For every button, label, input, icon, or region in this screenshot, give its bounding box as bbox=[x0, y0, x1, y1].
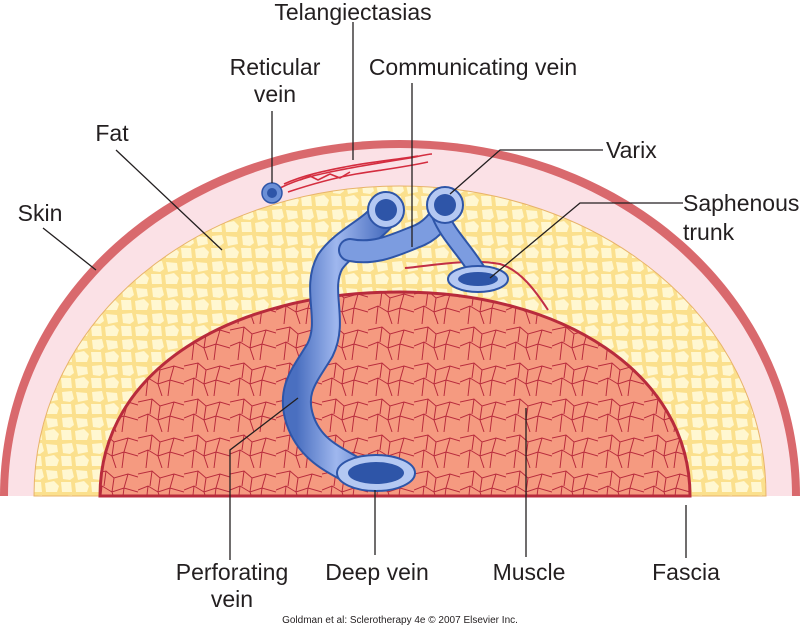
muscle-layer bbox=[98, 290, 692, 498]
deep-vein bbox=[336, 454, 416, 492]
saphenous-trunk bbox=[447, 265, 509, 293]
reticular-vein bbox=[261, 182, 283, 204]
label-deep-vein: Deep vein bbox=[325, 559, 429, 585]
label-varix: Varix bbox=[606, 137, 657, 163]
label-skin: Skin bbox=[18, 200, 63, 226]
vein-cross-section-upper-left bbox=[367, 191, 405, 229]
label-saphenous-trunk-line1: Saphenous bbox=[683, 190, 799, 216]
label-saphenous-trunk-line2: trunk bbox=[683, 219, 735, 245]
label-perforating-vein-line2: vein bbox=[211, 586, 253, 612]
label-fascia: Fascia bbox=[652, 559, 720, 585]
leader-lines bbox=[42, 22, 687, 560]
label-muscle: Muscle bbox=[493, 559, 566, 585]
saphenous-connection-vessel bbox=[404, 260, 549, 311]
label-perforating-vein-line1: Perforating bbox=[176, 559, 289, 585]
label-telangiectasias: Telangiectasias bbox=[274, 0, 431, 25]
label-reticular-vein-line2: vein bbox=[254, 81, 296, 107]
label-communicating-vein: Communicating vein bbox=[369, 54, 577, 80]
label-reticular-vein-line1: Reticular bbox=[230, 54, 321, 80]
telangiectasias bbox=[279, 153, 433, 193]
copyright-credit: Goldman et al: Sclerotherapy 4e © 2007 E… bbox=[282, 615, 518, 626]
varix bbox=[426, 186, 464, 224]
label-fat: Fat bbox=[95, 120, 129, 146]
